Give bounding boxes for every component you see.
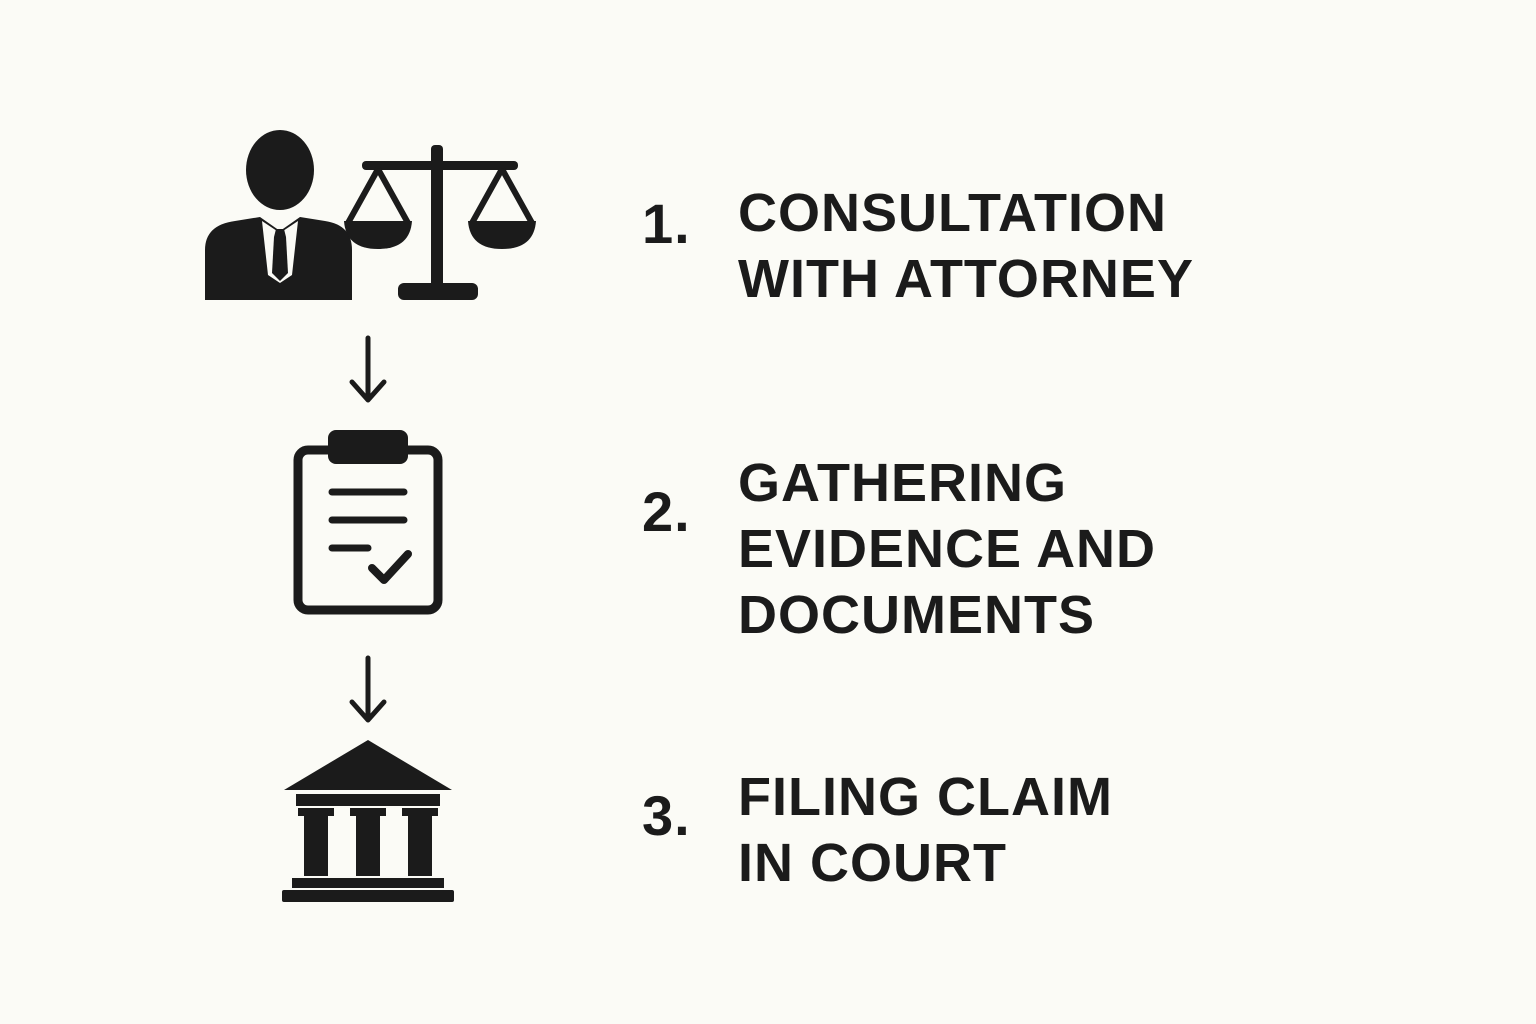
step-2-line-2: EVIDENCE AND: [738, 519, 1157, 579]
step-2-line-3: DOCUMENTS: [738, 585, 1095, 645]
step-2-number: 2.: [642, 480, 691, 543]
step-3-number: 3.: [642, 784, 691, 847]
clipboard-checklist-icon: [293, 430, 443, 615]
step-1-line-1: CONSULTATION: [738, 183, 1167, 243]
down-arrow-icon: [349, 335, 387, 403]
down-arrow-icon: [349, 655, 387, 723]
scales-of-justice-icon: [344, 145, 536, 300]
step-3-label: FILING CLAIM IN COURT: [738, 764, 1113, 896]
step-1-label: CONSULTATION WITH ATTORNEY: [738, 180, 1194, 312]
step-1-number: 1.: [642, 192, 691, 255]
step-2-line-1: GATHERING: [738, 453, 1067, 513]
step-3-line-2: IN COURT: [738, 833, 1007, 893]
step-3-line-1: FILING CLAIM: [738, 767, 1113, 827]
step-2-label: GATHERING EVIDENCE AND DOCUMENTS: [738, 450, 1156, 648]
attorney-with-scales-icon: [205, 130, 536, 300]
courthouse-icon: [282, 740, 454, 902]
step-1-line-2: WITH ATTORNEY: [738, 249, 1194, 309]
